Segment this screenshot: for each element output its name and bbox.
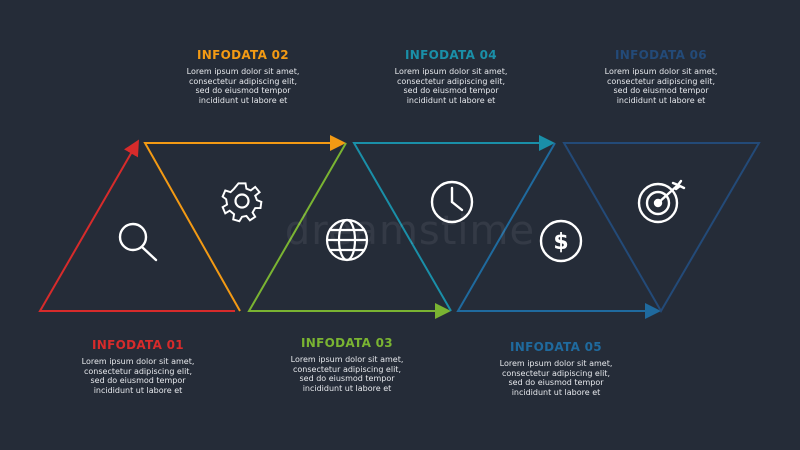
globe-icon [325, 218, 369, 262]
info-title-5: INFODATA 05 [510, 340, 602, 354]
target-icon [637, 179, 686, 224]
triangle-step-5 [456, 142, 661, 319]
info-block-4: INFODATA 04 Lorem ipsum dolor sit amet, … [391, 48, 511, 105]
info-title-6: INFODATA 06 [615, 48, 707, 62]
info-body-1: Lorem ipsum dolor sit amet, consectetur … [81, 357, 195, 395]
info-block-1: INFODATA 01 Lorem ipsum dolor sit amet, … [78, 338, 198, 395]
info-body-5: Lorem ipsum dolor sit amet, consectetur … [499, 359, 613, 397]
magnifier-icon [118, 222, 158, 262]
clock-icon [430, 180, 474, 224]
info-body-2: Lorem ipsum dolor sit amet, consectetur … [186, 67, 300, 105]
info-body-4: Lorem ipsum dolor sit amet, consectetur … [394, 67, 508, 105]
dollar-coin-icon: $ [539, 219, 583, 263]
info-title-4: INFODATA 04 [405, 48, 497, 62]
gear-icon [221, 182, 263, 223]
triangle-step-6 [562, 142, 761, 313]
info-title-1: INFODATA 01 [92, 338, 184, 352]
info-body-3: Lorem ipsum dolor sit amet, consectetur … [290, 355, 404, 393]
info-body-6: Lorem ipsum dolor sit amet, consectetur … [604, 67, 718, 105]
info-title-2: INFODATA 02 [197, 48, 289, 62]
triangle-step-2 [143, 135, 346, 312]
triangle-step-3 [247, 142, 451, 319]
svg-text:$: $ [553, 230, 568, 255]
info-block-6: INFODATA 06 Lorem ipsum dolor sit amet, … [601, 48, 721, 105]
info-block-5: INFODATA 05 Lorem ipsum dolor sit amet, … [496, 340, 616, 397]
watermark-text: dreamstime [284, 208, 536, 254]
info-block-2: INFODATA 02 Lorem ipsum dolor sit amet, … [183, 48, 303, 105]
triangle-step-4 [352, 135, 555, 312]
triangle-step-1 [38, 139, 235, 312]
info-block-3: INFODATA 03 Lorem ipsum dolor sit amet, … [287, 336, 407, 393]
info-title-3: INFODATA 03 [301, 336, 393, 350]
